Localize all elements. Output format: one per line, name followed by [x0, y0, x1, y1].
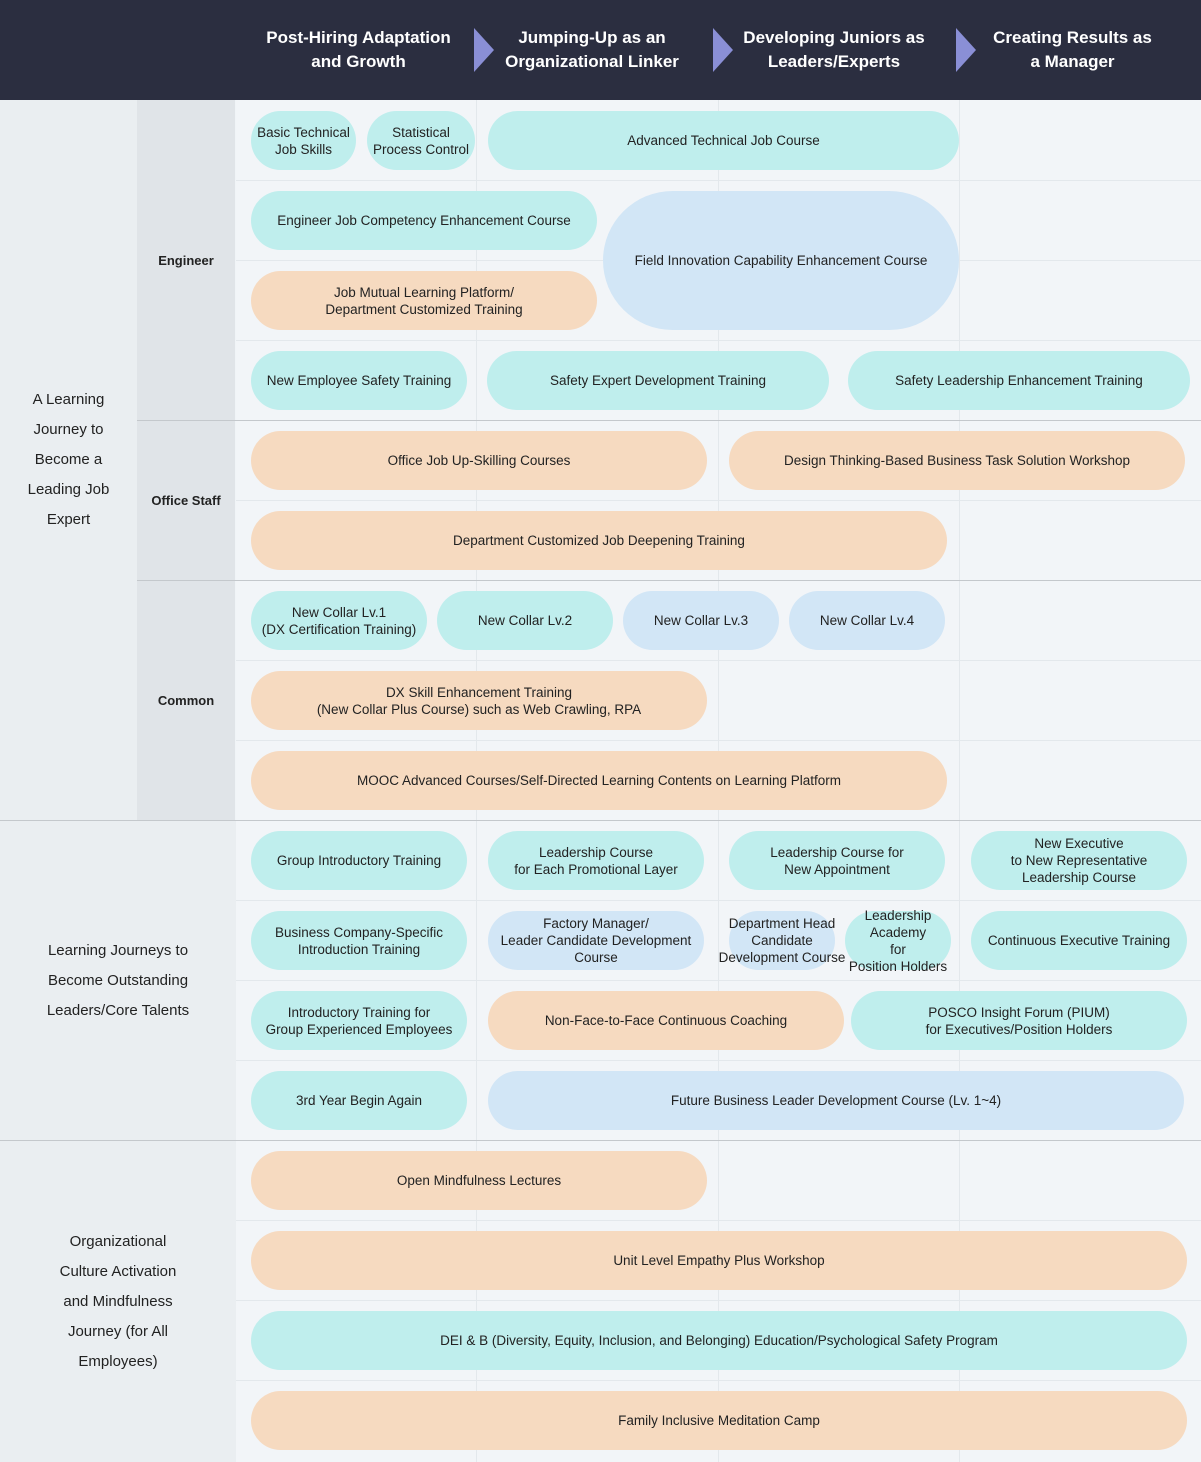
stage-creating-results: Creating Results as a Manager [993, 28, 1152, 71]
chevron-right-icon [474, 28, 494, 72]
subgroup-engineer: Engineer [137, 100, 235, 420]
grid-row-line [236, 1300, 1201, 1301]
grid-row-line [236, 1060, 1201, 1061]
grid-row-line [236, 1220, 1201, 1221]
grid-row-line [236, 1380, 1201, 1381]
grid-row-line [236, 180, 1201, 181]
section-separator [0, 1140, 1201, 1141]
header-bar [0, 0, 1201, 100]
group-culture-mindfulness: Organizational Culture Activation and Mi… [0, 1141, 236, 1462]
stage-post-hiring: Post-Hiring Adaptation and Growth [266, 28, 451, 71]
course-3rd-year-begin-again: 3rd Year Begin Again [251, 1071, 467, 1130]
course-dept-customized-deepening: Department Customized Job Deepening Trai… [251, 511, 947, 570]
course-new-collar-lv4: New Collar Lv.4 [789, 591, 945, 650]
course-safety-leadership: Safety Leadership Enhancement Training [848, 351, 1190, 410]
course-job-mutual-learning: Job Mutual Learning Platform/ Department… [251, 271, 597, 330]
section-separator [0, 820, 1201, 821]
course-design-thinking: Design Thinking-Based Business Task Solu… [729, 431, 1185, 490]
stage-developing-juniors: Developing Juniors as Leaders/Experts [743, 28, 925, 71]
course-basic-technical-job-skills: Basic Technical Job Skills [251, 111, 356, 170]
course-department-head-candidate: Department Head Candidate Development Co… [719, 911, 845, 970]
grid-row-line [236, 980, 1201, 981]
stage-jumping-up: Jumping-Up as an Organizational Linker [505, 28, 679, 71]
course-posco-insight-forum: POSCO Insight Forum (PIUM) for Executive… [851, 991, 1187, 1050]
course-leadership-promotional-layer: Leadership Course for Each Promotional L… [488, 831, 704, 890]
chevron-right-icon [956, 28, 976, 72]
group-leaders-core-talents: Learning Journeys to Become Outstanding … [0, 821, 236, 1140]
course-dei-b-education: DEI & B (Diversity, Equity, Inclusion, a… [251, 1311, 1187, 1370]
course-new-collar-lv3: New Collar Lv.3 [623, 591, 779, 650]
course-family-meditation-camp: Family Inclusive Meditation Camp [251, 1391, 1187, 1450]
course-new-executive-leadership: New Executive to New Representative Lead… [971, 831, 1187, 890]
course-new-employee-safety: New Employee Safety Training [251, 351, 467, 410]
course-business-company-introduction: Business Company-Specific Introduction T… [251, 911, 467, 970]
grid-row-line [236, 340, 1201, 341]
course-engineer-job-competency: Engineer Job Competency Enhancement Cour… [251, 191, 597, 250]
course-dx-skill-enhancement: DX Skill Enhancement Training (New Colla… [251, 671, 707, 730]
course-new-collar-lv1: New Collar Lv.1 (DX Certification Traini… [251, 591, 427, 650]
course-field-innovation: Field Innovation Capability Enhancement … [603, 191, 959, 330]
course-open-mindfulness: Open Mindfulness Lectures [251, 1151, 707, 1210]
course-continuous-executive: Continuous Executive Training [971, 911, 1187, 970]
section-separator [137, 420, 1201, 421]
course-advanced-technical-job: Advanced Technical Job Course [488, 111, 959, 170]
grid-row-line [236, 500, 1201, 501]
grid-row-line [236, 660, 1201, 661]
course-statistical-process-control: Statistical Process Control [367, 111, 475, 170]
grid-row-line [236, 900, 1201, 901]
section-separator [137, 580, 1201, 581]
course-office-job-upskilling: Office Job Up-Skilling Courses [251, 431, 707, 490]
course-new-collar-lv2: New Collar Lv.2 [437, 591, 613, 650]
course-introductory-experienced: Introductory Training for Group Experien… [251, 991, 467, 1050]
course-factory-manager-candidate: Factory Manager/ Leader Candidate Develo… [488, 911, 704, 970]
group-leading-job-expert: A Learning Journey to Become a Leading J… [0, 100, 137, 820]
course-future-business-leader: Future Business Leader Development Cours… [488, 1071, 1184, 1130]
chevron-right-icon [713, 28, 733, 72]
subgroup-office-staff: Office Staff [137, 421, 235, 580]
course-empathy-plus-workshop: Unit Level Empathy Plus Workshop [251, 1231, 1187, 1290]
course-leadership-academy: Leadership Academy for Position Holders [845, 908, 951, 974]
grid-row-line [236, 740, 1201, 741]
course-safety-expert: Safety Expert Development Training [487, 351, 829, 410]
course-leadership-new-appointment: Leadership Course for New Appointment [729, 831, 945, 890]
course-non-face-to-face-coaching: Non-Face-to-Face Continuous Coaching [488, 991, 844, 1050]
grid-column-line [959, 100, 960, 1462]
subgroup-common: Common [137, 581, 235, 820]
course-mooc-advanced: MOOC Advanced Courses/Self-Directed Lear… [251, 751, 947, 810]
course-group-introductory: Group Introductory Training [251, 831, 467, 890]
